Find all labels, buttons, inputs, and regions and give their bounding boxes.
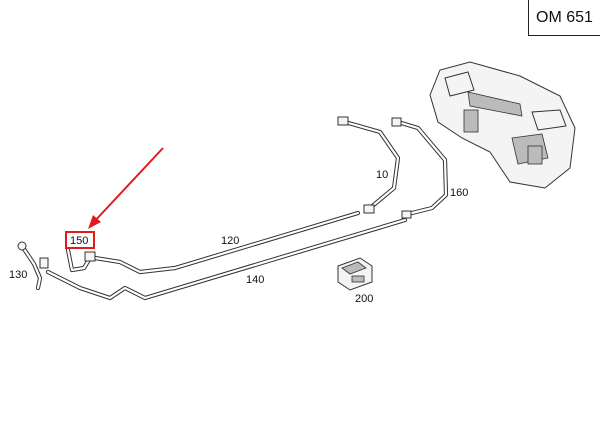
callout-10: 10 xyxy=(376,169,388,181)
highlight-box-150 xyxy=(65,231,95,249)
engine-code-label: OM 651 xyxy=(528,0,600,36)
highlight-arrow xyxy=(88,147,164,229)
hose-150[interactable] xyxy=(65,247,96,273)
fuel-tank-assembly[interactable] xyxy=(429,61,576,189)
fuel-line-120[interactable] xyxy=(92,210,361,275)
part-200-bracket[interactable] xyxy=(337,257,373,291)
callout-150: 150 xyxy=(70,235,88,247)
callout-130: 130 xyxy=(9,269,27,281)
fuel-line-10[interactable] xyxy=(337,116,401,214)
callout-120: 120 xyxy=(221,235,239,247)
callout-200: 200 xyxy=(355,293,373,305)
fuel-line-140[interactable] xyxy=(45,217,408,301)
hose-130[interactable] xyxy=(17,241,49,291)
callout-140: 140 xyxy=(246,274,264,286)
fuel-line-160[interactable] xyxy=(391,117,449,219)
callout-160: 160 xyxy=(450,187,468,199)
